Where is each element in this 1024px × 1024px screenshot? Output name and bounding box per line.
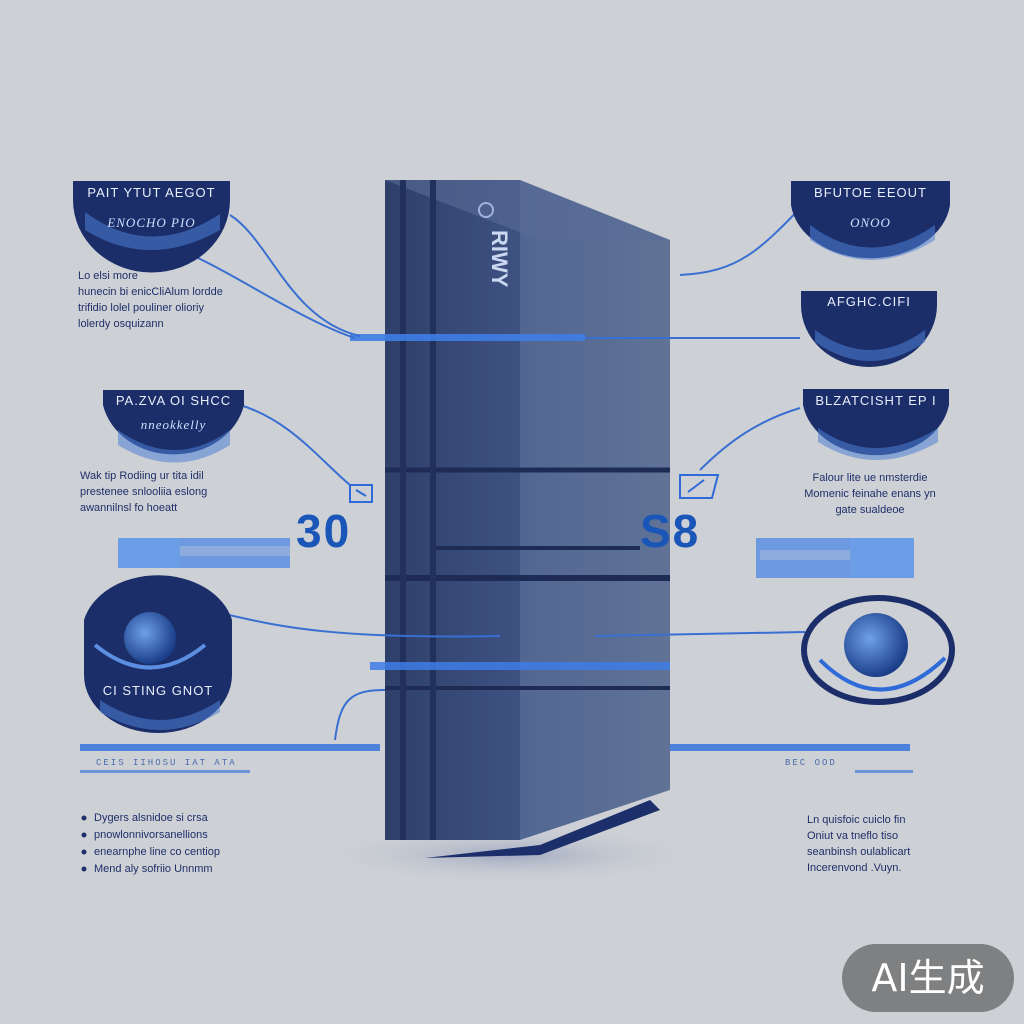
callout-title: BFUTOE EEOUT — [814, 185, 927, 200]
paragraph-top-left: Lo elsi more hunecin bi enicCliAlum lord… — [78, 268, 223, 332]
list-item: Mend aly sofriio Unnmm — [94, 863, 213, 875]
ai-generated-badge: AI生成 — [842, 944, 1014, 1012]
bullet-dots — [81, 815, 87, 872]
text-line: trifidio lolel pouliner olioriy — [78, 302, 204, 314]
text-line: Wak tip Rodiing ur tita idil — [80, 470, 204, 482]
globe-icon-left — [85, 595, 215, 685]
text-line: lolerdy osquizann — [78, 318, 164, 330]
list-item: enearnphe line co centiop — [94, 846, 220, 858]
callout-subtitle: ONOO — [850, 215, 891, 230]
big-number-left: 30 — [296, 505, 352, 557]
right-rule — [670, 744, 910, 751]
callout-bowl-mid-right — [803, 389, 949, 460]
callout-subtitle: ENOCHO PIO — [107, 215, 196, 230]
text-line: prestenee snlooliia eslong — [80, 486, 208, 498]
text-line: hunecin bi enicCliAlum lordde — [78, 286, 223, 298]
callout-bowl-top-left — [73, 181, 230, 273]
text-line: Momenic feinahe enans yn — [804, 488, 936, 500]
text-line: Incerenvond .Vuyn. — [807, 862, 902, 874]
callout-subtitle: nneokkelly — [140, 417, 207, 432]
text-line: Oniut va tneflo tiso — [807, 830, 899, 842]
text-line: Falour lite ue nmsterdie — [812, 472, 928, 484]
callout-title: CI STING GNOT — [102, 683, 214, 698]
caption-left: CEIS IIHOSU IAT ATA — [96, 758, 237, 768]
text-line: seanbinsh oulablicart — [807, 846, 911, 858]
text-line: Ln quisfoic cuiclo fin — [807, 814, 906, 826]
callout-title: BLZATCISHT EP I — [815, 393, 937, 408]
left-rule-thin — [80, 770, 250, 773]
text-line: awannilnsl fo hoeatt — [80, 502, 178, 514]
bullet-list: Dygers alsnidoe si crsa pnowlonnivorsane… — [94, 810, 220, 878]
callout-title: AFGHC.CIFI — [827, 294, 911, 309]
paragraph-bottom-right: Ln quisfoic cuiclo fin Oniut va tneflo t… — [807, 812, 910, 876]
callout-bowl-upper-right-2 — [801, 291, 937, 367]
right-wing-bar — [756, 538, 914, 578]
text-line: gate sualdeoe — [835, 504, 905, 516]
device-logo: RIWY — [487, 230, 512, 288]
paragraph-mid-left: Wak tip Rodiing ur tita idil prestenee s… — [80, 468, 207, 516]
list-item: pnowlonnivorsanellions — [94, 829, 208, 841]
globe-icon-right — [801, 595, 955, 705]
big-number-right: S8 — [640, 505, 701, 557]
bracket-marker-right — [679, 474, 720, 499]
server-tower — [350, 180, 670, 840]
bracket-marker-left — [349, 484, 373, 503]
right-rule-thin — [855, 770, 913, 773]
callout-bowl-top-right — [791, 181, 950, 260]
left-rule — [80, 744, 380, 751]
paragraph-mid-right: Falour lite ue nmsterdie Momenic feinahe… — [790, 470, 950, 518]
callout-title: PAIT YTUT AEGOT — [87, 185, 216, 200]
text-line: Lo elsi more — [78, 270, 138, 282]
callout-bowl-mid-left — [103, 390, 244, 463]
callout-title: PA.ZVA OI SHCC — [115, 393, 232, 408]
caption-right: BEC OOD — [785, 758, 837, 768]
left-wing-bar — [118, 538, 290, 568]
list-item: Dygers alsnidoe si crsa — [94, 812, 208, 824]
device-base — [425, 800, 660, 858]
